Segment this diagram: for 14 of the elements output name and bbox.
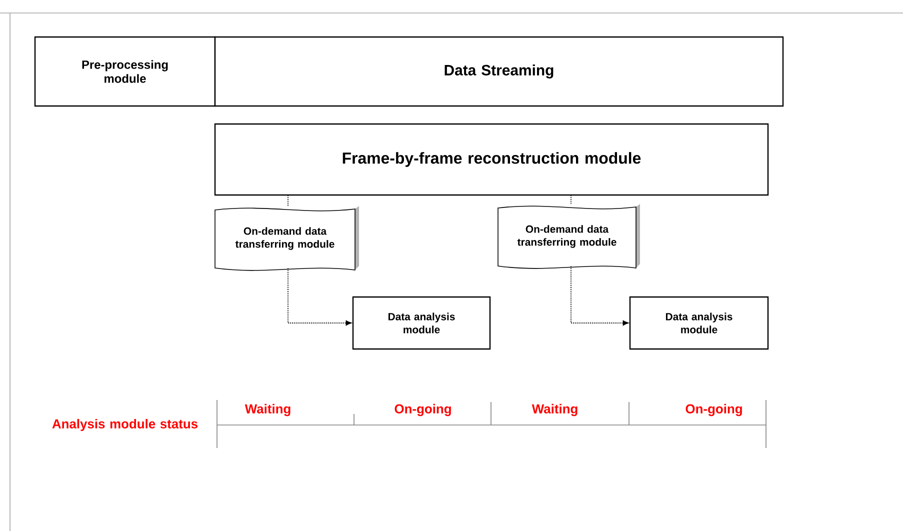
module-box: Data analysis module xyxy=(352,296,491,350)
status-label: On-going xyxy=(686,404,742,416)
status-label: Waiting xyxy=(244,404,290,416)
connector xyxy=(570,266,629,326)
module-box: Pre-processing module xyxy=(34,36,216,107)
connector xyxy=(288,268,352,326)
module-box: Data analysis module xyxy=(629,296,769,350)
module-box: Frame-by-frame reconstruction module xyxy=(214,123,769,196)
status-label: On-going xyxy=(394,404,451,416)
status-label: Waiting xyxy=(532,404,578,416)
status-label: Analysis module status xyxy=(52,418,198,432)
connector xyxy=(570,194,572,206)
document-box: On-demand data transferring module xyxy=(498,204,640,269)
document-box: On-demand data transferring module xyxy=(214,206,359,271)
